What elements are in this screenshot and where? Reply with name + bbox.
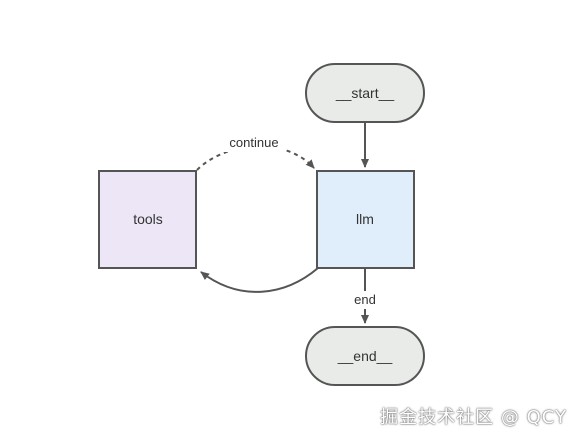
node-end[interactable]: __end__ <box>305 326 425 386</box>
node-start[interactable]: __start__ <box>305 63 425 123</box>
node-llm-label: llm <box>356 211 374 227</box>
edge-label-bg <box>222 134 286 152</box>
node-tools[interactable]: tools <box>98 170 197 269</box>
edge-end-label-bg <box>350 291 380 309</box>
edge-end-label: end <box>354 292 376 307</box>
node-tools-label: tools <box>133 211 163 227</box>
watermark-text: 掘金技术社区 @ QCY <box>380 407 567 428</box>
edge-continue-dashed <box>196 145 315 171</box>
node-start-label: __start__ <box>335 85 395 101</box>
edge-llm-to-tools <box>200 267 319 293</box>
node-end-label: __end__ <box>337 348 393 364</box>
node-llm[interactable]: llm <box>316 170 415 269</box>
edge-continue-label: continue <box>229 135 278 150</box>
